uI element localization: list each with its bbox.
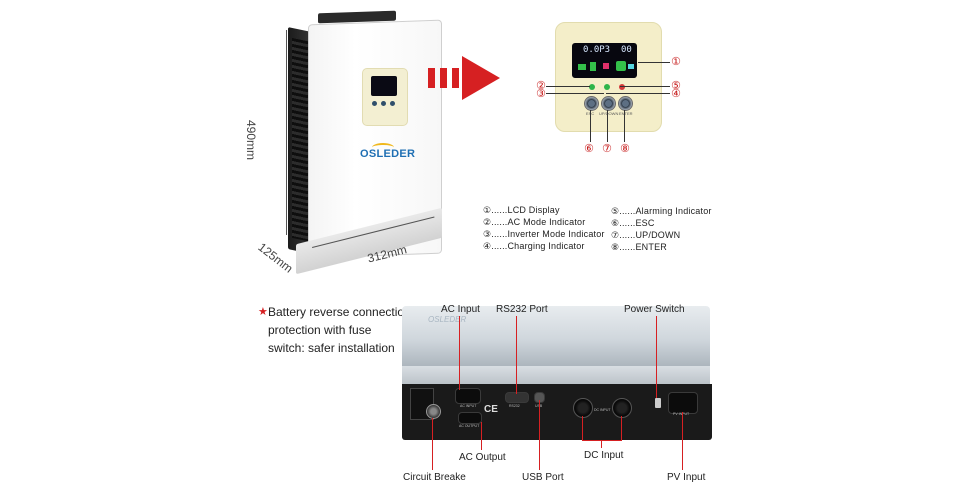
note-line: protection with fuse — [268, 323, 372, 337]
callout-line-pv — [682, 412, 683, 470]
up-down-button-label: UP/DOWN — [599, 111, 619, 116]
ac-input-port-label: AC INPUT — [460, 404, 477, 408]
pv-input-callout: PV Input — [667, 472, 706, 483]
ac-input-socket[interactable] — [455, 388, 481, 404]
legend-item: ⑦......UP/DOWN — [611, 230, 681, 241]
lcd-grid-segment — [628, 64, 634, 69]
inverter-top-case — [402, 306, 710, 368]
brand-logo: OSLEDER — [360, 148, 416, 160]
usb-port-label: USB — [535, 404, 542, 408]
legend-item: ⑧......ENTER — [611, 242, 667, 253]
callout-line-3 — [546, 93, 604, 94]
alarm-led — [619, 84, 625, 90]
callout-line-ac-output — [481, 422, 482, 450]
ac-output-port-label: AC OUTPUT — [459, 424, 480, 428]
lcd-load-segment — [616, 61, 626, 71]
callout-number-6: ⑥ — [584, 142, 594, 155]
inverter-case-strip — [402, 366, 710, 384]
up-down-button[interactable] — [601, 96, 616, 111]
mini-led — [381, 101, 386, 106]
charging-led — [604, 84, 610, 90]
lcd-readout-right: 00 — [621, 45, 632, 55]
callout-number-1: ① — [671, 55, 681, 68]
callout-line-1 — [638, 62, 670, 63]
dc-input-positive-terminal[interactable] — [612, 398, 632, 418]
dc-input-port-label: DC INPUT — [594, 408, 611, 412]
usb-port-callout: USB Port — [522, 472, 564, 483]
callout-line-power-switch — [656, 316, 657, 398]
callout-line-5 — [620, 86, 670, 87]
callout-line-4 — [606, 93, 670, 94]
enter-button-label: ENTER — [619, 111, 633, 116]
callout-line-ac-input — [459, 316, 460, 390]
ac-input-callout: AC Input — [441, 304, 480, 315]
mini-led — [390, 101, 395, 106]
callout-line-2 — [546, 86, 590, 87]
ac-output-callout: AC Output — [459, 452, 506, 463]
rs232-socket[interactable] — [505, 392, 529, 403]
callout-line-breaker — [432, 418, 433, 470]
height-dimension-line — [286, 30, 287, 235]
callout-number-7: ⑦ — [602, 142, 612, 155]
pv-input-socket[interactable] — [668, 392, 698, 414]
lcd-inverter-segment — [603, 63, 609, 69]
dc-input-negative-terminal[interactable] — [573, 398, 593, 418]
callout-number-3: ③ — [536, 87, 546, 100]
power-switch[interactable] — [655, 398, 661, 408]
callout-line-rs232 — [516, 316, 517, 394]
callout-number-4: ④ — [671, 87, 681, 100]
note-line: switch: safer installation — [268, 341, 395, 355]
legend-item: ②......AC Mode Indicator — [483, 217, 586, 228]
dc-input-callout: DC Input — [584, 450, 624, 461]
ce-mark: CE — [484, 404, 498, 415]
inverter-mini-lcd — [371, 76, 397, 96]
enter-button[interactable] — [618, 96, 633, 111]
callout-number-5: ⑤ — [671, 79, 681, 92]
callout-line-dc-stem — [601, 440, 602, 448]
pv-input-port-label: PV INPUT — [673, 412, 690, 416]
note-line: Battery reverse connection — [268, 305, 411, 319]
legend-item: ①......LCD Display — [483, 205, 560, 216]
callout-number-8: ⑧ — [620, 142, 630, 155]
legend-item: ③......Inverter Mode Indicator — [483, 229, 605, 240]
lcd-readout-left: 0.0P3 — [583, 45, 611, 55]
legend-item: ⑥......ESC — [611, 218, 655, 229]
lcd-pv-segment — [590, 62, 596, 71]
callout-number-2: ② — [536, 79, 546, 92]
rs232-port-callout: RS232 Port — [496, 304, 548, 315]
callout-line-dc-pos — [621, 416, 622, 440]
callout-line-dc-neg — [582, 416, 583, 440]
ac-mode-led — [589, 84, 595, 90]
circuit-breaker-callout: Circuit Breake — [403, 472, 466, 483]
callout-line-6 — [590, 110, 591, 142]
ac-output-socket[interactable] — [458, 412, 482, 424]
inverter-rear-panel — [402, 384, 712, 440]
case-brand-mark: OSLEDER — [428, 315, 467, 324]
callout-line-dc-join — [582, 440, 622, 441]
height-dimension-label: 490mm — [244, 120, 258, 161]
note-star-icon: ★ — [258, 306, 268, 318]
legend-item: ⑤......Alarming Indicator — [611, 206, 712, 217]
circuit-breaker-knob[interactable] — [426, 404, 441, 419]
callout-line-8 — [624, 110, 625, 142]
callout-line-usb — [539, 400, 540, 470]
legend-item: ④......Charging Indicator — [483, 241, 585, 252]
callout-line-7 — [607, 110, 608, 142]
rs232-port-label: RS232 — [509, 404, 520, 408]
mini-led — [372, 101, 377, 106]
brand-logo-swoosh — [372, 143, 394, 152]
power-switch-callout: Power Switch — [624, 304, 685, 315]
lcd-battery-segment — [578, 64, 586, 70]
esc-button[interactable] — [584, 96, 599, 111]
lcd-display — [572, 43, 637, 78]
